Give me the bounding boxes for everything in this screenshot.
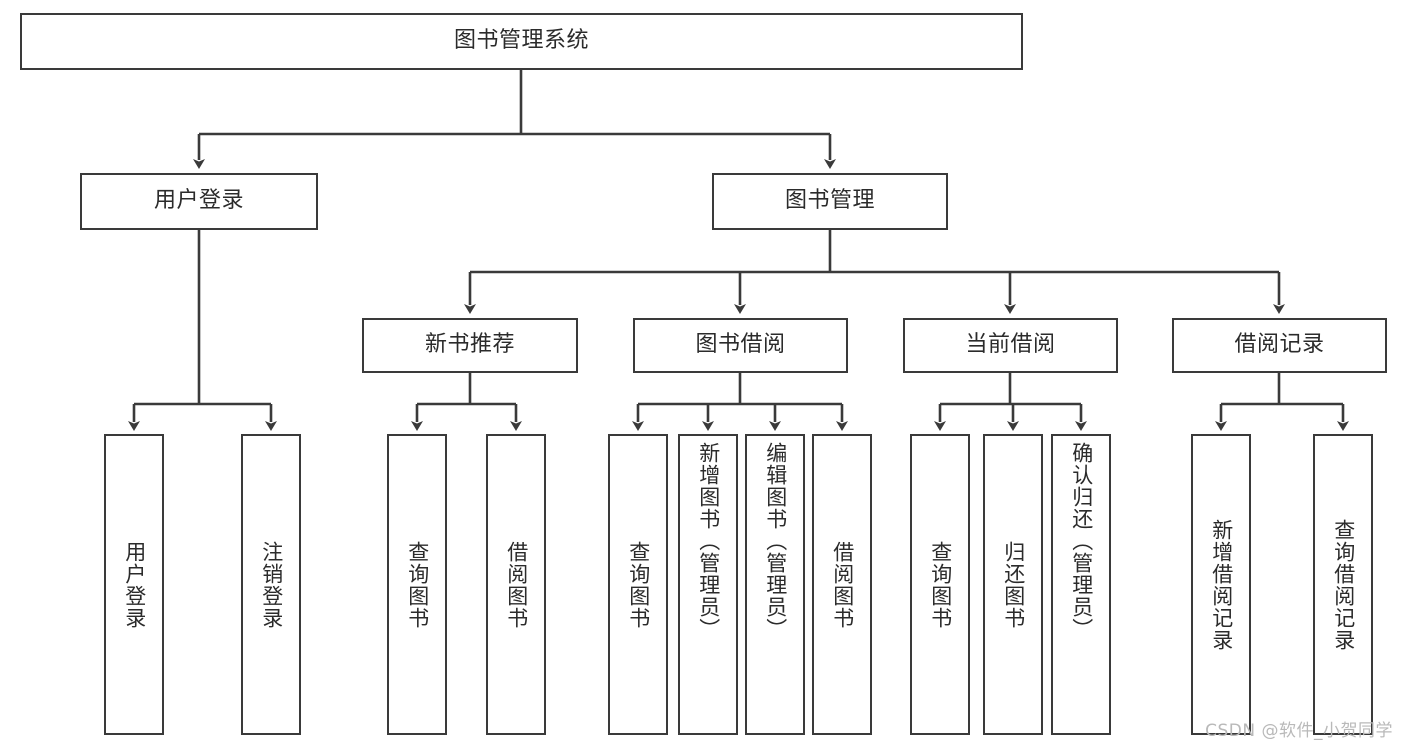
node-leaf-confirm-return-label: 确认归还（管理员） (1069, 442, 1094, 640)
node-leaf-add-book-label: 新增图书（管理员） (696, 442, 721, 640)
node-leaf-borrow-book-label: 借阅图书 (830, 540, 855, 629)
node-leaf-logout-label: 注销登录 (259, 540, 284, 629)
node-leaf-query-book-recommend[interactable]: 查询图书 (387, 434, 447, 735)
node-book-borrow-label: 图书借阅 (695, 332, 786, 358)
node-borrow-record-label: 借阅记录 (1234, 332, 1325, 358)
node-leaf-query-book-borrow-label: 查询图书 (626, 540, 651, 629)
node-leaf-add-borrow-record[interactable]: 新增借阅记录 (1191, 434, 1251, 735)
node-book-borrow[interactable]: 图书借阅 (633, 318, 848, 373)
node-leaf-add-book[interactable]: 新增图书（管理员） (678, 434, 738, 735)
node-leaf-edit-book[interactable]: 编辑图书（管理员） (745, 434, 805, 735)
node-leaf-edit-book-label: 编辑图书（管理员） (763, 442, 788, 640)
node-leaf-borrow-book[interactable]: 借阅图书 (812, 434, 872, 735)
node-leaf-return-book-label: 归还图书 (1001, 540, 1026, 629)
node-leaf-borrow-book-recommend-label: 借阅图书 (504, 540, 529, 629)
node-current-borrow-label: 当前借阅 (965, 332, 1056, 358)
node-leaf-query-book-current-label: 查询图书 (928, 540, 953, 629)
node-leaf-user-login-label: 用户登录 (122, 540, 147, 629)
node-leaf-add-borrow-record-label: 新增借阅记录 (1209, 518, 1234, 651)
node-leaf-return-book[interactable]: 归还图书 (983, 434, 1043, 735)
node-book-manage[interactable]: 图书管理 (712, 173, 948, 230)
node-leaf-query-borrow-record-label: 查询借阅记录 (1331, 518, 1356, 651)
node-borrow-record[interactable]: 借阅记录 (1172, 318, 1387, 373)
watermark-text: CSDN @软件_小贺同学 (1205, 721, 1393, 741)
node-new-book-recommend-label: 新书推荐 (424, 332, 515, 358)
node-user-login[interactable]: 用户登录 (80, 173, 318, 230)
node-leaf-logout[interactable]: 注销登录 (241, 434, 301, 735)
node-current-borrow[interactable]: 当前借阅 (903, 318, 1118, 373)
node-leaf-query-book-borrow[interactable]: 查询图书 (608, 434, 668, 735)
node-leaf-user-login[interactable]: 用户登录 (104, 434, 164, 735)
node-leaf-query-book-recommend-label: 查询图书 (405, 540, 430, 629)
node-leaf-borrow-book-recommend[interactable]: 借阅图书 (486, 434, 546, 735)
node-user-login-label: 用户登录 (153, 188, 244, 214)
node-leaf-confirm-return[interactable]: 确认归还（管理员） (1051, 434, 1111, 735)
node-book-manage-label: 图书管理 (784, 188, 875, 214)
node-leaf-query-borrow-record[interactable]: 查询借阅记录 (1313, 434, 1373, 735)
node-leaf-query-book-current[interactable]: 查询图书 (910, 434, 970, 735)
node-new-book-recommend[interactable]: 新书推荐 (362, 318, 578, 373)
node-root-label: 图书管理系统 (453, 28, 589, 54)
node-root[interactable]: 图书管理系统 (20, 13, 1023, 70)
